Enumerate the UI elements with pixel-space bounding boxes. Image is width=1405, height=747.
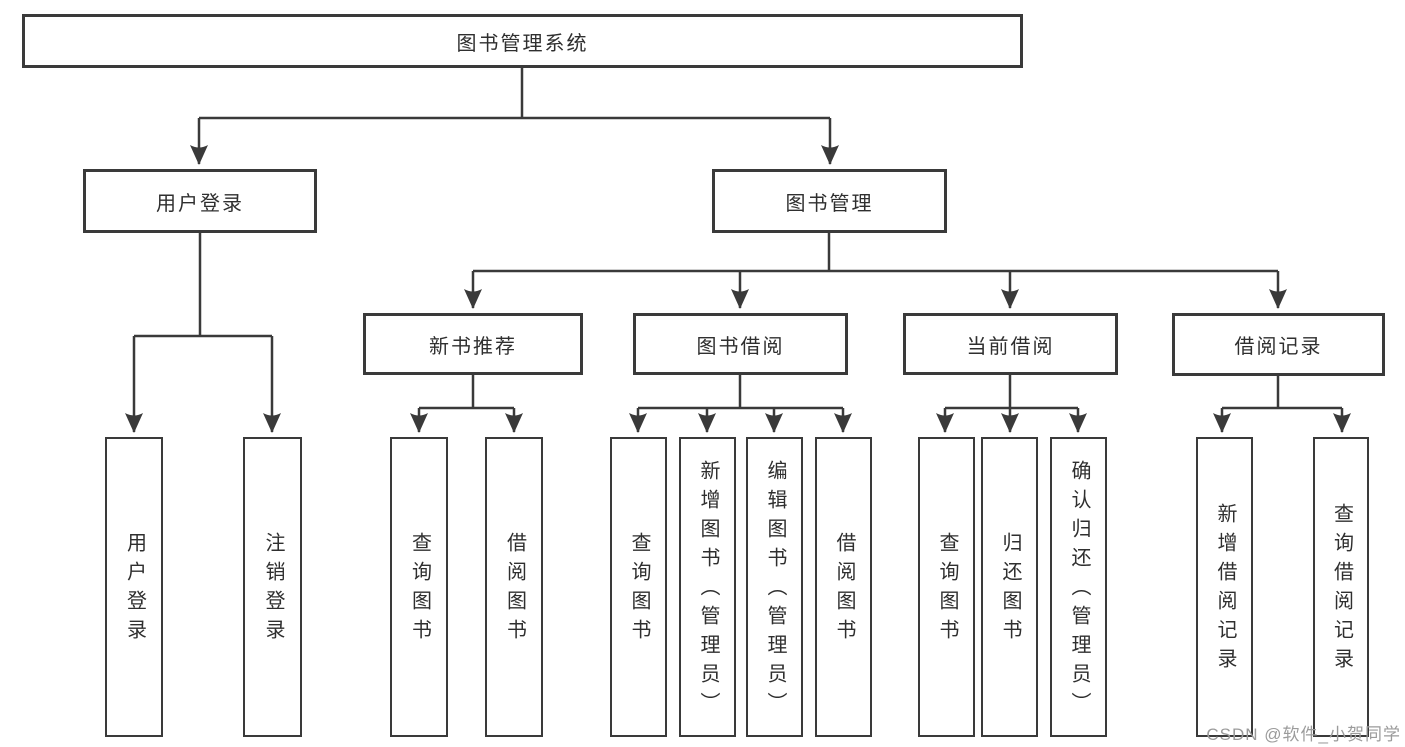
node-label: 图书管理系统 — [456, 32, 589, 55]
node-label: 借阅图书 — [833, 532, 855, 648]
node-label: 编辑图书（管理员） — [764, 459, 786, 721]
leaf-borrow-books: 借阅图书 — [815, 437, 872, 737]
leaf-confirm-return-admin: 确认归还（管理员） — [1050, 437, 1107, 737]
node-borrowing-records: 借阅记录 — [1172, 313, 1385, 376]
node-label: 图书借阅 — [696, 335, 785, 358]
leaf-user-login: 用户登录 — [105, 437, 163, 737]
csdn-watermark: CSDN @软件_小贺同学 — [1206, 725, 1401, 744]
node-label: 借阅图书 — [503, 532, 526, 648]
leaf-add-books-admin: 新增图书（管理员） — [679, 437, 736, 737]
node-label: 当前借阅 — [966, 335, 1055, 358]
node-label: 新书推荐 — [429, 335, 517, 358]
leaf-borrow-books-recommend: 借阅图书 — [485, 437, 543, 737]
leaf-query-books-recommend: 查询图书 — [390, 437, 448, 737]
node-label: 注销登录 — [262, 532, 284, 648]
leaf-logout: 注销登录 — [243, 437, 302, 737]
leaf-query-books-borrowing: 查询图书 — [610, 437, 667, 737]
node-label: 查询图书 — [936, 532, 958, 648]
node-label: 确认归还（管理员） — [1068, 459, 1090, 721]
node-label: 图书管理 — [785, 192, 874, 215]
node-label: 新增图书（管理员） — [697, 459, 719, 721]
node-label: 用户登录 — [156, 192, 244, 215]
node-label: 用户登录 — [123, 532, 146, 648]
node-library-management-system: 图书管理系统 — [22, 14, 1023, 68]
node-label: 查询借阅记录 — [1330, 503, 1353, 677]
leaf-query-books-current: 查询图书 — [918, 437, 975, 737]
node-user-login-group: 用户登录 — [83, 169, 317, 233]
node-book-management: 图书管理 — [712, 169, 947, 233]
node-label: 查询图书 — [628, 532, 650, 648]
leaf-edit-books-admin: 编辑图书（管理员） — [746, 437, 803, 737]
node-label: 查询图书 — [408, 532, 431, 648]
node-book-borrowing: 图书借阅 — [633, 313, 848, 375]
node-label: 归还图书 — [999, 532, 1021, 648]
leaf-query-borrow-record: 查询借阅记录 — [1313, 437, 1369, 737]
node-label: 新增借阅记录 — [1214, 503, 1236, 677]
node-current-borrowing: 当前借阅 — [903, 313, 1118, 375]
leaf-add-borrow-record: 新增借阅记录 — [1196, 437, 1253, 737]
node-new-book-recommendation: 新书推荐 — [363, 313, 583, 375]
leaf-return-books: 归还图书 — [981, 437, 1038, 737]
node-label: 借阅记录 — [1234, 336, 1323, 358]
